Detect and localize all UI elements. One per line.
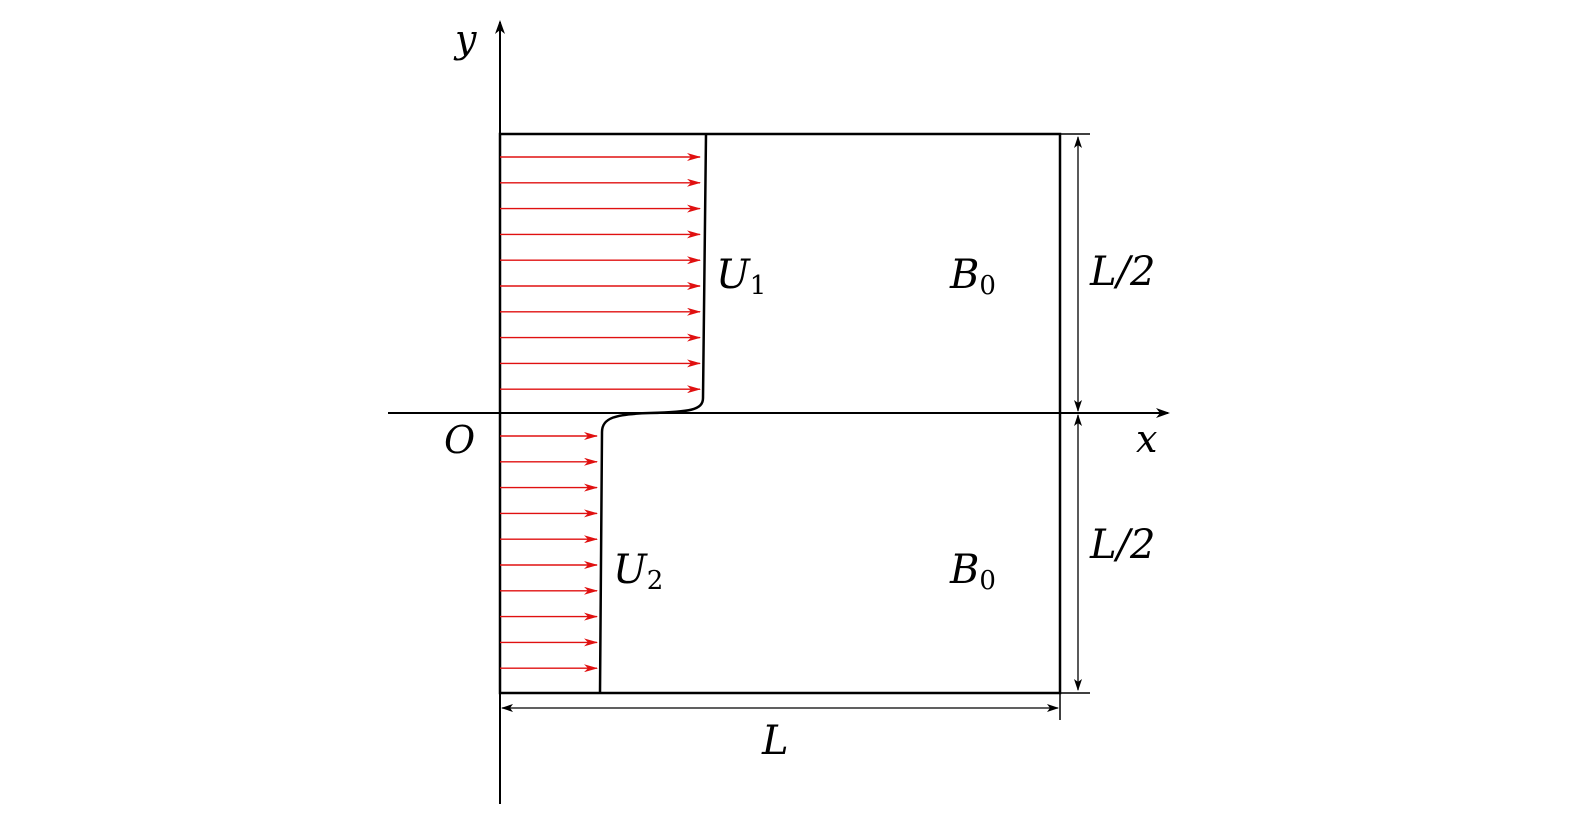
upper-height-dimension-label: L/2 xyxy=(1089,249,1156,295)
upper-velocity-arrows xyxy=(500,153,701,394)
y-axis-label: y xyxy=(453,17,477,61)
x-axis-label: x xyxy=(1136,417,1157,461)
lower-velocity-arrows xyxy=(500,432,598,673)
lower-field-label: B0 xyxy=(949,547,996,596)
velocity-profile-curve xyxy=(598,133,708,694)
width-dimension-label: L xyxy=(761,718,789,764)
upper-velocity-label: U1 xyxy=(716,252,766,301)
origin-label: O xyxy=(444,418,475,462)
lower-velocity-label: U2 xyxy=(613,547,663,596)
upper-field-label: B0 xyxy=(949,252,996,301)
lower-height-dimension-label: L/2 xyxy=(1089,522,1156,568)
